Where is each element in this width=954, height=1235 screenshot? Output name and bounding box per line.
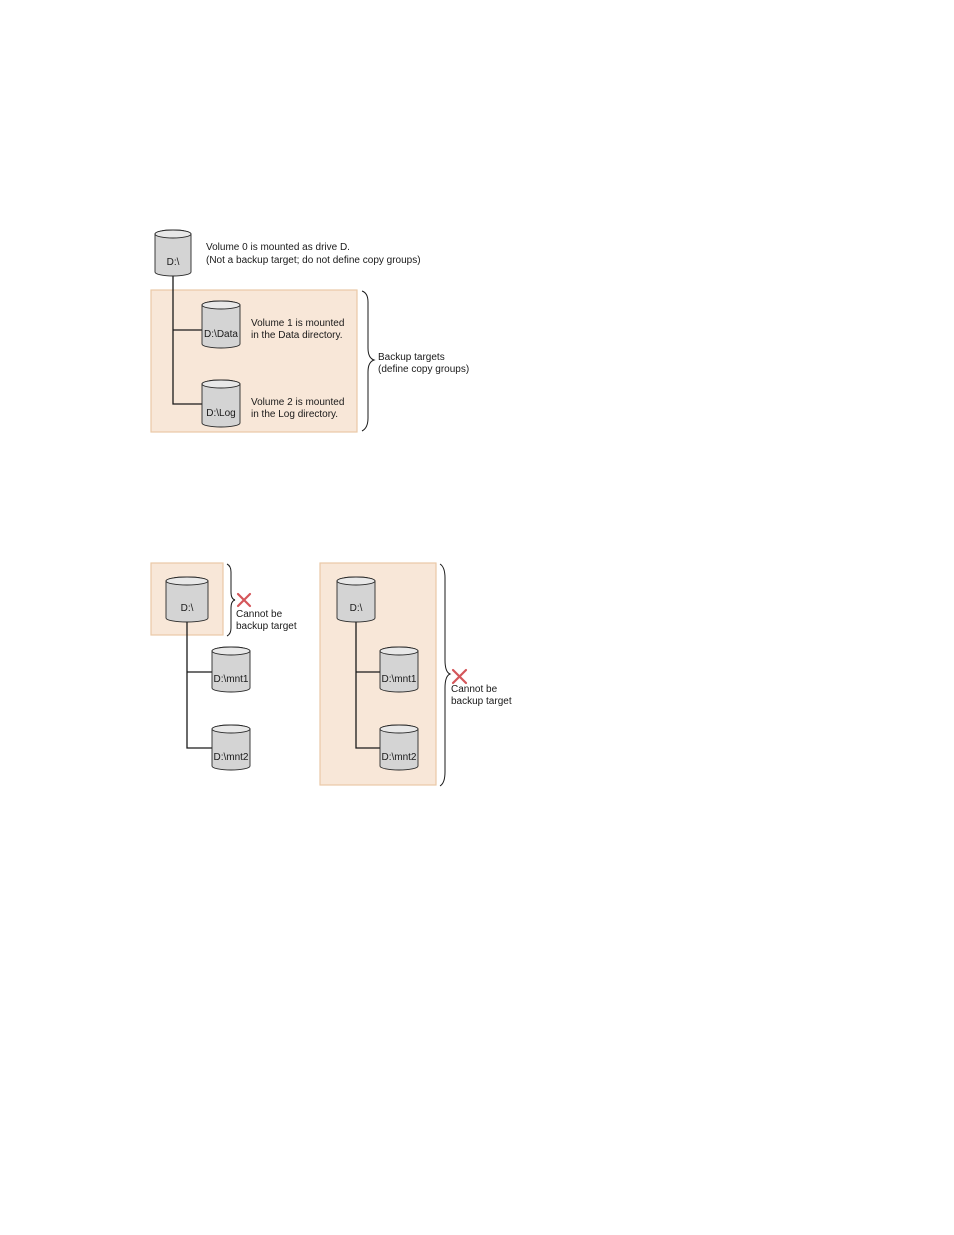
backup-targets-brace [361,290,376,432]
mnt2-disk-right-label: D:\mnt2 [381,752,416,763]
root-disk-left: D:\ [165,576,209,623]
root-note-line1: Volume 0 is mounted as drive D. [206,242,350,253]
mnt1-disk-left-label: D:\mnt1 [213,674,248,685]
invalid-brace-left [226,563,236,637]
mnt2-disk-left: D:\mnt2 [211,724,251,771]
bottom-right-diagram: D:\ D:\mnt1 D:\mnt2 Cannot be backup tar… [319,562,512,787]
mnt2-disk-left-label: D:\mnt2 [213,752,248,763]
log-disk: D:\Log [201,379,241,428]
cannot-note-left-line2: backup target [236,621,297,632]
data-disk: D:\Data [201,300,241,349]
data-note-line2: in the Data directory. [251,330,343,341]
cannot-note-right-line1: Cannot be [451,684,498,695]
mnt1-disk-right-label: D:\mnt1 [381,674,416,685]
root-disk: D:\ [154,229,192,277]
cannot-note-left-line1: Cannot be [236,609,283,620]
x-mark-icon [451,668,468,685]
mnt1-disk-left: D:\mnt1 [211,646,251,693]
log-note-line2: in the Log directory. [251,409,338,420]
data-note-line1: Volume 1 is mounted [251,318,344,329]
backup-note-line2: (define copy groups) [378,364,469,375]
tree-connector [172,275,202,405]
log-note-line1: Volume 2 is mounted [251,397,344,408]
root-disk-right-label: D:\ [350,603,363,614]
log-disk-label: D:\Log [206,408,235,419]
backup-target-region [150,289,358,433]
tree-connector-right [355,622,380,749]
root-disk-label: D:\ [167,257,180,268]
root-disk-left-label: D:\ [181,603,194,614]
x-mark-icon [236,592,252,608]
root-note-line2: (Not a backup target; do not define copy… [206,255,421,266]
tree-connector-left [186,622,212,749]
mnt1-disk-right: D:\mnt1 [379,646,419,693]
root-disk-right: D:\ [336,576,376,623]
top-diagram: D:\ D:\Data D:\Log Volume 0 is mounted a… [150,229,469,433]
bottom-left-diagram: D:\ D:\mnt1 D:\mnt2 Cannot be backup tar… [150,562,297,771]
backup-note-line1: Backup targets [378,352,445,363]
mnt2-disk-right: D:\mnt2 [379,724,419,771]
data-disk-label: D:\Data [204,329,238,340]
cannot-note-right-line2: backup target [451,696,512,707]
invalid-brace-right [439,563,452,787]
